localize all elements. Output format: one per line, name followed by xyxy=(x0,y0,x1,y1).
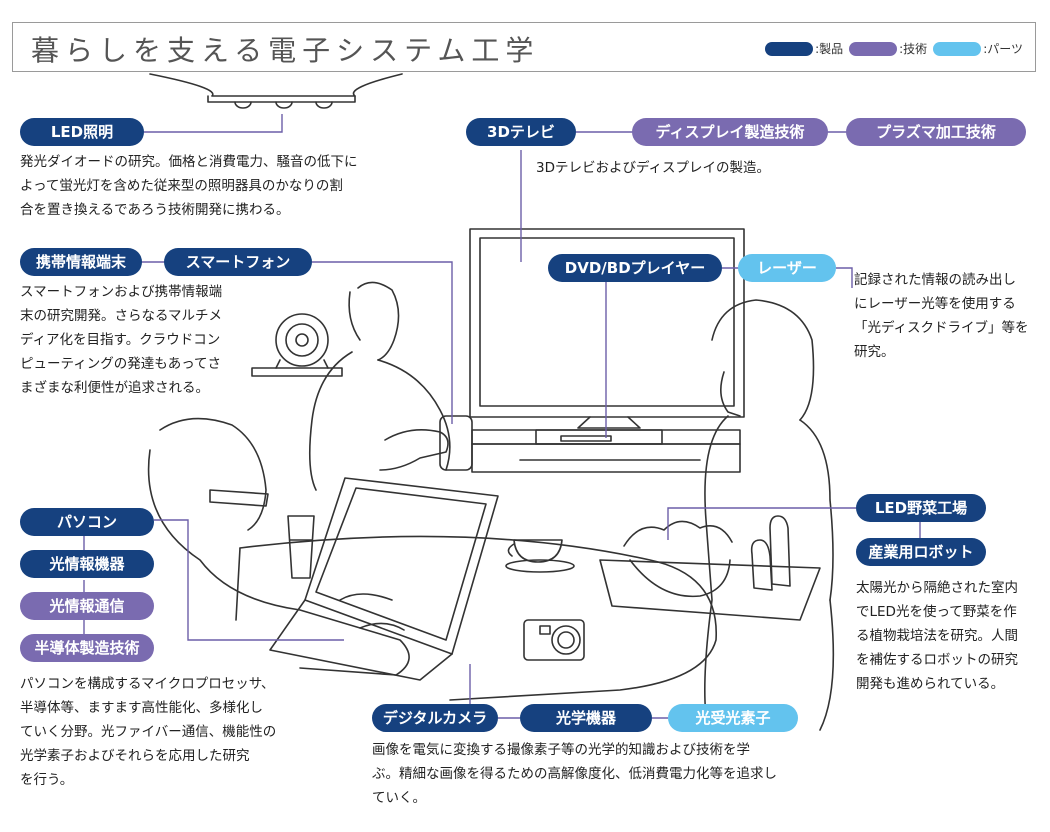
desc-line: ディア化を目指す。クラウドコン xyxy=(20,332,221,348)
ceiling-lamp-drawing xyxy=(149,73,403,109)
woman-drawing xyxy=(704,299,835,731)
title-bar: 暮らしを支える電子システム工学 :製品 :技術 :パーツ xyxy=(12,22,1036,72)
tag-robot: 産業用ロボット xyxy=(856,538,986,566)
salad-tray-drawing xyxy=(599,515,821,621)
tag-camera: デジタルカメラ xyxy=(372,704,498,732)
desc-line: 発光ダイオードの研究。価格と消費電力、騒音の低下に xyxy=(20,154,358,170)
desc-line: 「光ディスクドライブ」等を xyxy=(854,320,1029,336)
desc-line: を補佐するロボットの研究 xyxy=(856,652,1018,668)
tag-laser: レーザー xyxy=(738,254,836,282)
tag-display-tech: ディスプレイ製造技術 xyxy=(632,118,828,146)
desc-line: 末の研究開発。さらなるマルチメ xyxy=(20,308,222,324)
table-drawing xyxy=(235,535,717,701)
tag-3d-tv: 3Dテレビ xyxy=(466,118,576,146)
legend-label-product: :製品 xyxy=(815,42,844,56)
desc-led: 発光ダイオードの研究。価格と消費電力、騒音の低下に よって蛍光灯を含めた従来型の… xyxy=(20,150,358,222)
desc-camera: 画像を電気に変換する撮像素子等の光学的知識および技術を学 ぶ。精細な画像を得るた… xyxy=(372,738,777,810)
teacup-drawing xyxy=(505,539,575,573)
tag-dvd-player: DVD/BDプレイヤー xyxy=(548,254,722,282)
desc-line: を行う。 xyxy=(20,772,74,788)
desc-laser: 記録された情報の読み出し にレーザー光等を使用する 「光ディスクドライブ」等を … xyxy=(854,268,1029,364)
tag-optical-device: 光情報機器 xyxy=(20,550,154,578)
legend-swatch-product xyxy=(765,41,814,56)
page-title: 暮らしを支える電子システム工学 xyxy=(31,34,540,67)
desc-line: にレーザー光等を使用する xyxy=(854,296,1016,312)
tag-led-farm: LED野菜工場 xyxy=(856,494,986,522)
tag-semiconductor: 半導体製造技術 xyxy=(20,634,154,662)
desc-line: ていく分野。光ファイバー通信、機能性の xyxy=(20,724,277,740)
legend: :製品 :技術 :パーツ xyxy=(761,40,1025,57)
tag-mobile: 携帯情報端末 xyxy=(20,248,142,276)
tag-optics: 光学機器 xyxy=(520,704,652,732)
shelf-clock-drawing xyxy=(251,313,343,377)
desc-line: よって蛍光灯を含めた従来型の照明器具のかなりの割 xyxy=(20,178,343,194)
legend-label-parts: :パーツ xyxy=(983,42,1023,56)
desc-mobile: スマートフォンおよび携帯情報端 末の研究開発。さらなるマルチメ ディア化を目指す… xyxy=(20,280,222,400)
desc-line: ピューティングの発達もあってさ xyxy=(20,356,222,372)
desc-line: る植物栽培法を研究。人間 xyxy=(856,628,1018,644)
desc-line: パソコンを構成するマイクロプロセッサ、 xyxy=(20,676,275,692)
desc-line: ていく。 xyxy=(372,790,426,806)
desc-line: 研究。 xyxy=(854,344,895,360)
man-standing-drawing xyxy=(308,281,473,491)
desc-line: 画像を電気に変換する撮像素子等の光学的知識および技術を学 xyxy=(372,742,750,758)
desc-line: 記録された情報の読み出し xyxy=(854,272,1016,288)
tag-smartphone: スマートフォン xyxy=(164,248,312,276)
desc-pc: パソコンを構成するマイクロプロセッサ、 半導体等、ますます高性能化、多様化し て… xyxy=(20,672,276,792)
legend-swatch-tech xyxy=(849,41,898,56)
man-seated-drawing xyxy=(147,417,410,676)
tag-led-light: LED照明 xyxy=(20,118,144,146)
tag-optical-comm: 光情報通信 xyxy=(20,592,154,620)
desc-line: 3Dテレビおよびディスプレイの製造。 xyxy=(536,160,771,176)
desc-line: 開発も進められている。 xyxy=(856,676,1005,692)
laptop-drawing xyxy=(269,477,499,681)
desc-line: ぶ。精細な画像を得るための高解像度化、低消費電力化等を追求し xyxy=(372,766,777,782)
desc-line: スマートフォンおよび携帯情報端 xyxy=(20,284,223,300)
desc-line: でLED光を使って野菜を作 xyxy=(856,604,1017,620)
desc-farm: 太陽光から隔絶された室内 でLED光を使って野菜を作 る植物栽培法を研究。人間 … xyxy=(856,576,1018,696)
tag-plasma-tech: プラズマ加工技術 xyxy=(846,118,1026,146)
desc-line: まざまな利便性が追求される。 xyxy=(20,380,209,396)
legend-swatch-parts xyxy=(933,41,982,56)
camera-drawing xyxy=(523,619,585,661)
desc-tv: 3Dテレビおよびディスプレイの製造。 xyxy=(536,156,770,180)
desc-line: 合を置き換えるであろう技術開発に携わる。 xyxy=(20,202,290,218)
tag-photodetector: 光受光素子 xyxy=(668,704,798,732)
tag-pc: パソコン xyxy=(20,508,154,536)
desc-line: 光学素子およびそれらを応用した研究 xyxy=(20,748,250,764)
desc-line: 太陽光から隔絶された室内 xyxy=(856,580,1018,596)
legend-label-tech: :技術 xyxy=(899,42,928,56)
desc-line: 半導体等、ますます高性能化、多様化し xyxy=(20,700,263,716)
glass-drawing xyxy=(287,515,315,579)
